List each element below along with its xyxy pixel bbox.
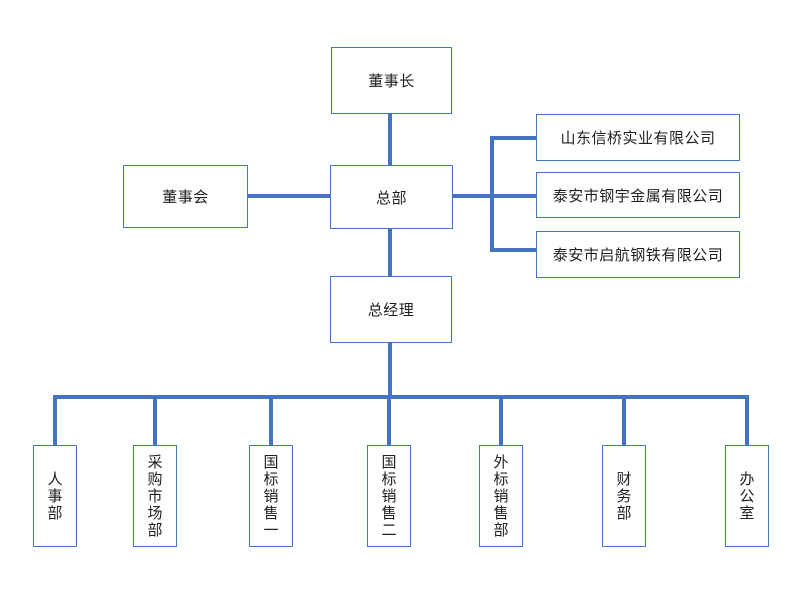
node-dept-finance: 财务部 <box>602 445 646 547</box>
connector-department-bus <box>53 395 749 399</box>
node-dept-sales1-label: 国标销售一 <box>261 453 280 539</box>
node-subsidiary-1-label: 山东信桥实业有限公司 <box>560 129 716 147</box>
connector-drop-sales1 <box>269 397 273 446</box>
node-headquarters-label: 总部 <box>375 188 407 207</box>
node-dept-sales2-label: 国标销售二 <box>379 453 398 539</box>
node-dept-hr: 人事部 <box>33 445 77 547</box>
node-dept-purchasing: 采购市场部 <box>133 445 177 547</box>
connector-hq-gm <box>388 228 392 277</box>
node-general-manager: 总经理 <box>330 276 452 343</box>
node-subsidiary-2-label: 泰安市钢宇金属有限公司 <box>552 186 724 205</box>
node-general-manager-label: 总经理 <box>367 301 415 319</box>
connector-drop-export-sales <box>499 397 503 446</box>
node-subsidiary-3-label: 泰安市启航钢铁有限公司 <box>552 246 724 264</box>
node-dept-office-label: 办公室 <box>737 470 756 522</box>
connector-subsidiary-stub-bottom <box>492 248 536 252</box>
node-headquarters: 总部 <box>330 165 453 229</box>
connector-chairman-hq <box>388 113 392 166</box>
node-board-label: 董事会 <box>162 188 209 206</box>
connector-gm-bus <box>388 343 392 397</box>
connector-drop-finance <box>622 397 626 446</box>
node-dept-finance-label: 财务部 <box>614 470 633 522</box>
node-chairman: 董事长 <box>331 47 452 114</box>
connector-drop-hr <box>53 397 57 446</box>
connector-drop-office <box>745 397 749 446</box>
connector-hq-subsidiaries <box>453 194 536 198</box>
node-dept-office: 办公室 <box>725 445 769 547</box>
node-dept-export-sales: 外标销售部 <box>479 445 523 547</box>
connector-subsidiary-trunk <box>490 136 494 252</box>
node-chairman-label: 董事长 <box>368 72 415 90</box>
node-dept-export-sales-label: 外标销售部 <box>491 453 510 539</box>
node-subsidiary-3: 泰安市启航钢铁有限公司 <box>536 231 740 278</box>
node-subsidiary-2: 泰安市钢宇金属有限公司 <box>536 172 740 218</box>
node-dept-hr-label: 人事部 <box>45 470 64 522</box>
connector-drop-purchasing <box>153 397 157 446</box>
connector-board-hq <box>248 194 330 198</box>
node-subsidiary-1: 山东信桥实业有限公司 <box>536 114 740 161</box>
node-dept-sales2: 国标销售二 <box>367 445 411 547</box>
connector-subsidiary-stub-top <box>492 136 536 140</box>
node-dept-purchasing-label: 采购市场部 <box>145 453 164 539</box>
node-board: 董事会 <box>123 165 248 228</box>
connector-drop-sales2 <box>387 397 391 446</box>
node-dept-sales1: 国标销售一 <box>249 445 293 547</box>
